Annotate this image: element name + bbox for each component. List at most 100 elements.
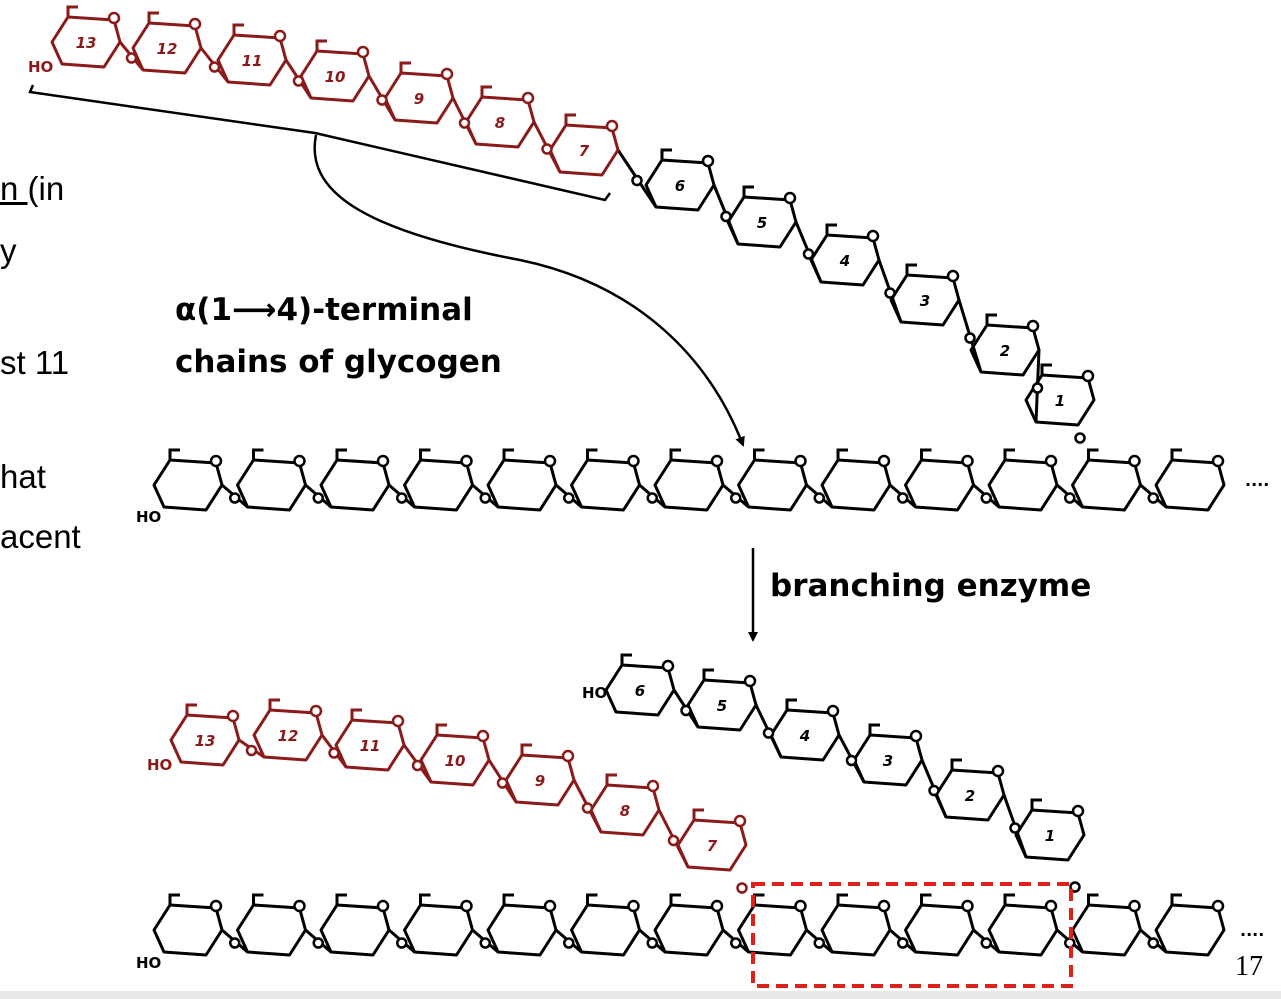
- glycosidic-oxygen: [813, 492, 825, 504]
- top-chain-residue-12: 12: [131, 11, 203, 75]
- glycosidic-oxygen: [897, 492, 909, 504]
- ring-oxygen-marker: [543, 454, 557, 468]
- acceptor-chain-residue: [904, 448, 975, 512]
- residue-number: 4: [799, 727, 810, 745]
- remaining-chain-residue-6: 6: [604, 653, 676, 717]
- glycosidic-oxygen: [396, 492, 408, 504]
- glycosidic-oxygen: [312, 492, 324, 504]
- top-chain-residue-13: 13: [50, 5, 122, 69]
- ring-oxygen-marker: [1026, 319, 1040, 333]
- product-chain-residue: [319, 893, 391, 957]
- residue-number: 13: [76, 34, 97, 52]
- residue-number: 9: [414, 90, 424, 108]
- chain-bracket: [28, 84, 612, 202]
- hydroxyl-label: HO: [582, 684, 607, 702]
- product-chain-residue: [486, 893, 558, 957]
- glycosidic-oxygen: [631, 174, 643, 187]
- slide-text-line-1: n (in: [0, 170, 64, 208]
- top-chain-residue-1: 1: [1024, 363, 1096, 427]
- ring-oxygen-marker: [273, 29, 287, 43]
- hydroxyl-label: HO: [136, 954, 161, 972]
- top-chain-residue-9: 9: [383, 61, 455, 125]
- product-chain-residue: [403, 893, 474, 957]
- glycosidic-oxygen: [376, 94, 388, 106]
- transferred-branch-residue-8: 8: [589, 773, 661, 837]
- remaining-chain-residue-3: 3: [852, 723, 924, 787]
- residue-number: 9: [535, 772, 545, 790]
- top-chain-residue-6: 6: [644, 148, 716, 212]
- ring-oxygen-marker: [710, 899, 724, 913]
- transferred-branch-residue-9: 9: [504, 743, 576, 807]
- acceptor-chain-residue: [236, 448, 307, 512]
- ring-oxygen-marker: [1211, 899, 1225, 913]
- glycosidic-oxygen: [581, 802, 594, 814]
- product-chain-residue: [1154, 893, 1226, 957]
- glycosidic-oxygen: [1064, 492, 1076, 504]
- product-chain-residue: [570, 893, 641, 957]
- ring-oxygen-marker: [1044, 454, 1058, 468]
- top-chain-residue-7: 7: [548, 113, 620, 177]
- glycosidic-oxygen: [1147, 937, 1159, 949]
- glycosidic-oxygen: [980, 492, 992, 504]
- glycogen-chains-label: chains of glycogen: [175, 344, 502, 380]
- ring-oxygen-marker: [521, 91, 535, 105]
- glycosidic-oxygen: [980, 937, 992, 949]
- glycosidic-oxygen: [396, 937, 408, 949]
- ring-oxygen-marker: [309, 704, 323, 718]
- residue-number: 4: [839, 252, 850, 270]
- glycosidic-oxygen: [720, 210, 732, 223]
- product-chain-residue: [820, 893, 892, 957]
- residue-number: 10: [445, 752, 466, 770]
- acceptor-chain-residue: [403, 448, 474, 512]
- top-chain-residue-10: 10: [299, 39, 371, 103]
- slide-bottom-bar: [0, 991, 1281, 999]
- ring-oxygen-marker: [356, 45, 370, 59]
- ring-oxygen-marker: [376, 899, 390, 913]
- glycosidic-oxygen: [802, 248, 815, 260]
- glycosidic-oxygen: [964, 332, 976, 344]
- acceptor-chain-residue: [987, 448, 1059, 512]
- glycosidic-oxygen: [563, 937, 575, 949]
- top-chain-residue-5: 5: [726, 185, 798, 249]
- residue-number: 8: [620, 802, 630, 820]
- acceptor-chain-residue: [653, 448, 725, 512]
- glycosidic-oxygen: [762, 727, 775, 739]
- residue-number: 13: [195, 732, 216, 750]
- acceptor-chain-residue: [820, 448, 892, 512]
- alpha-1-6-branch-highlight: [751, 882, 1073, 988]
- ring-oxygen-marker: [376, 454, 390, 468]
- acceptor-chain-residue: [737, 448, 808, 512]
- chain-continuation: ····: [1245, 475, 1269, 494]
- residue-number: 11: [360, 737, 381, 755]
- ring-oxygen-marker: [209, 454, 223, 468]
- ring-oxygen-marker: [188, 17, 202, 31]
- ring-oxygen-marker: [794, 899, 807, 913]
- ring-oxygen-marker: [646, 779, 660, 793]
- hydroxyl-label: HO: [136, 508, 161, 526]
- ring-oxygen-marker: [961, 899, 974, 913]
- residue-number: 8: [495, 114, 505, 132]
- ring-oxygen-marker: [877, 454, 891, 468]
- slide-text-line-5: acent: [0, 518, 81, 555]
- ring-oxygen-marker: [1211, 454, 1225, 468]
- top-chain-residue-3: 3: [889, 263, 961, 327]
- product-chain-residue: [653, 893, 725, 957]
- remaining-chain-residue-2: 2: [934, 758, 1006, 822]
- ring-oxygen-marker: [743, 674, 757, 688]
- ring-oxygen-marker: [783, 191, 797, 205]
- glycosidic-oxygen: [229, 492, 241, 504]
- ring-oxygen-marker: [107, 11, 121, 25]
- top-chain-residue-11: 11: [216, 23, 288, 87]
- ring-oxygen-marker: [909, 729, 923, 743]
- acceptor-chain-residue: [152, 448, 224, 512]
- glycosidic-oxygen: [884, 287, 896, 299]
- acceptor-chain-residue: [319, 448, 391, 512]
- ring-oxygen-marker: [209, 899, 223, 913]
- residue-number: 11: [242, 52, 263, 70]
- underlined-fragment: n: [0, 170, 28, 207]
- residue-number: 7: [579, 142, 590, 160]
- slide-text-line-2: y: [0, 232, 17, 269]
- glycosidic-oxygen: [736, 882, 748, 894]
- ring-oxygen-marker: [561, 749, 575, 763]
